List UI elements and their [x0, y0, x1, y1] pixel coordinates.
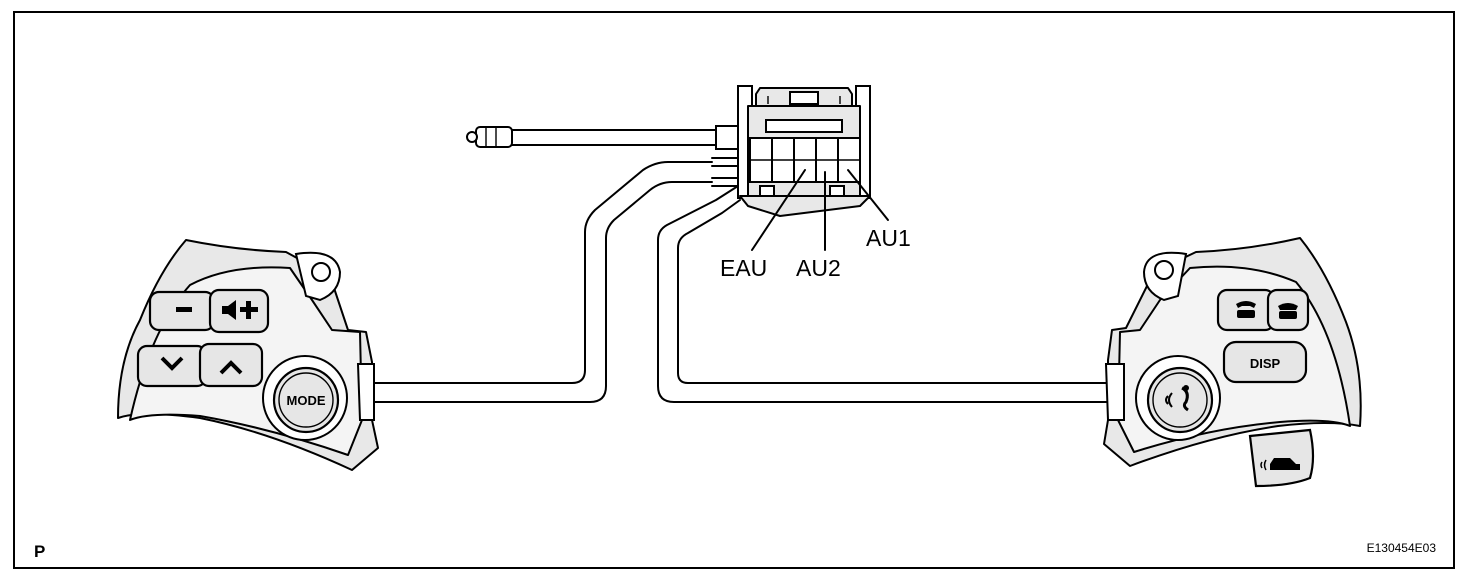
- label-au2: AU2: [796, 255, 841, 281]
- voice-talk-icon: [1165, 385, 1189, 412]
- label-eau: EAU: [720, 255, 767, 281]
- mode-button[interactable]: [272, 366, 340, 434]
- chevron-down-icon: [160, 356, 184, 371]
- ground-terminal: [466, 126, 513, 148]
- car-voice-icon: [1260, 458, 1300, 471]
- corner-letter: P: [34, 542, 45, 561]
- phone-on-hook-icon: [1278, 303, 1298, 319]
- voice-talk-button[interactable]: [1146, 366, 1214, 434]
- left-steering-pad-switch: MODE: [117, 239, 379, 471]
- disp-label: DISP: [1250, 356, 1281, 371]
- label-au1: AU1: [866, 225, 911, 251]
- minus-icon: [176, 307, 192, 312]
- pin-cavities: [749, 137, 861, 183]
- figure-code: E130454E03: [1367, 541, 1437, 555]
- connector: [737, 85, 871, 217]
- volume-up-button[interactable]: [208, 288, 270, 334]
- callout-leaders: [751, 169, 889, 251]
- chevron-up-icon: [219, 360, 243, 375]
- right-steering-pad-switch: DISP: [1103, 237, 1362, 488]
- mode-label: MODE: [287, 393, 326, 408]
- disp-button[interactable]: [1222, 340, 1308, 384]
- phone-off-hook-icon: [1236, 301, 1256, 318]
- volume-up-icon: [222, 300, 258, 320]
